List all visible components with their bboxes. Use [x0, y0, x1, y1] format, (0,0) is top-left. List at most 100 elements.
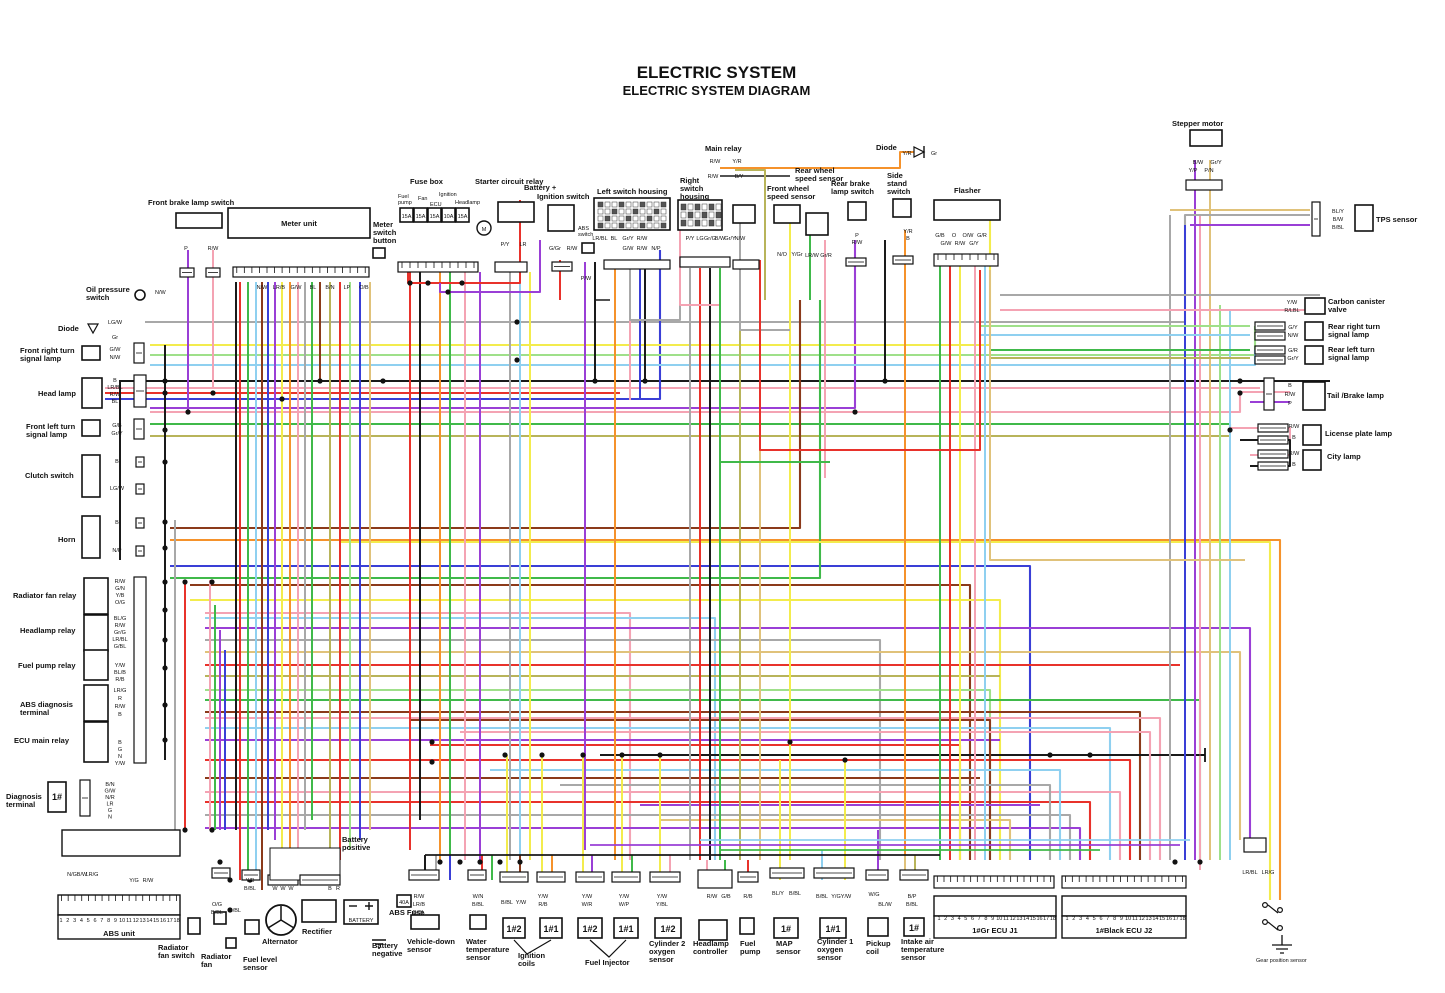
- component-layer: [47, 129, 1374, 958]
- meter-switch-button-label: switch: [373, 228, 397, 237]
- ecu-j2-pin-number: 8: [1113, 916, 1116, 922]
- rear-wheel-speed-label: Rear wheel: [795, 166, 835, 175]
- ecu-j2-pin-number: 3: [1079, 916, 1082, 922]
- abs-diag-codes: LR/G: [114, 688, 127, 694]
- battery-plus-label: Battery +: [524, 183, 557, 192]
- side-stand-codes: B: [906, 236, 910, 242]
- abs-pin-number: 11: [126, 918, 132, 924]
- battery-box: [343, 899, 379, 925]
- radiator-relay-codes: Y/B: [116, 593, 125, 599]
- clutch-code-1: B: [115, 459, 119, 465]
- abs-pin-number: 13: [140, 918, 146, 924]
- head-lamp-codes: R/W: [110, 392, 122, 398]
- fuse-rating: 15A: [430, 214, 440, 220]
- junction-dot: [1197, 859, 1203, 865]
- ecu-j2-pin-number: 6: [1099, 916, 1102, 922]
- tps-sensor-box: [1354, 204, 1374, 232]
- starter-codes: P/Y: [501, 242, 510, 248]
- page-title: ELECTRIC SYSTEM: [636, 63, 797, 82]
- switch-grid-cell: [618, 201, 625, 208]
- gear-switch-terminal: [1261, 901, 1268, 908]
- fan-switch-codes: B/BL: [211, 910, 223, 916]
- fuel-injector-label: Fuel Injector: [585, 958, 630, 967]
- head-lamp-codes: B: [113, 378, 117, 384]
- flasher-codes-2: G/W: [941, 241, 953, 247]
- junction-dot: [437, 859, 443, 865]
- wire: [170, 300, 822, 580]
- switch-grid-cell: [625, 222, 632, 229]
- radiator-relay-codes: R/W: [115, 579, 127, 585]
- rear-left-turn-box: [1304, 345, 1324, 365]
- fuse-box-label-headlamp: Headlamp: [455, 200, 480, 206]
- headlamp-relay-label: Headlamp relay: [20, 626, 76, 635]
- switch-grid-cell: [618, 208, 625, 215]
- horn-label: Horn: [58, 535, 76, 544]
- switch-grid-cell: [694, 219, 701, 227]
- coil2-codes: Y/W: [516, 900, 527, 906]
- radiator-fan-switch-label: Radiator: [158, 943, 189, 952]
- map-codes-1: BL/Y: [772, 891, 784, 897]
- ecu-main-relay-label: ECU main relay: [14, 736, 70, 745]
- intake-air-label: sensor: [901, 953, 926, 962]
- fuse-box-label-fuel: Fuel: [398, 194, 409, 200]
- left-sw-codes-2: R/W: [637, 246, 649, 252]
- fuse: [455, 207, 470, 223]
- gear-position-sensor-label: Gear position sensor: [1256, 958, 1307, 964]
- wire: [205, 638, 882, 860]
- wire: [439, 240, 541, 293]
- flasher-codes: O: [952, 233, 957, 239]
- switch-grid-cell: [646, 222, 653, 229]
- ignition-codes: R/W: [567, 246, 579, 252]
- tail-codes: B: [1288, 383, 1292, 389]
- rear-brake-switch-label: Rear brake: [831, 179, 870, 188]
- ignition-coils-label: Ignition: [518, 951, 545, 960]
- wire: [205, 710, 1142, 860]
- diagnosis-terminal-codes: B/N: [105, 782, 114, 788]
- gear-switch-contacts: [1267, 904, 1279, 931]
- fuel-level-sensor-box: [244, 919, 260, 935]
- ecu-j1-pin-number: 5: [964, 916, 967, 922]
- switch-grid-cell: [611, 208, 618, 215]
- junction-dot: [162, 378, 168, 384]
- junction-dot: [517, 859, 523, 865]
- rear-left-turn-codes: G/R: [1288, 348, 1298, 354]
- junction-dot: [162, 459, 168, 465]
- switch-grid-cell: [646, 201, 653, 208]
- junction-dot: [852, 409, 858, 415]
- ecu-j2-connector: [1061, 875, 1187, 889]
- meter-switch-button-label: Meter: [373, 220, 393, 229]
- inj2-codes: Y/W: [582, 894, 593, 900]
- carbon-canister-label: Carbon canister: [1328, 297, 1385, 306]
- switch-grid-cell: [653, 208, 660, 215]
- starter-relay-box: [497, 201, 535, 223]
- abs-unit-upper: [61, 829, 181, 857]
- radiator-fan-relay-label: Radiator fan relay: [13, 591, 77, 600]
- ecu-j1-pin-number: 7: [978, 916, 981, 922]
- rear-wheel-codes: Gr/R: [820, 253, 832, 259]
- map-sensor-tag: 1#: [781, 924, 791, 934]
- fuse-box-label-fan: Fan: [418, 196, 427, 202]
- abs-diag-codes: R: [118, 696, 122, 702]
- wire: [719, 270, 830, 463]
- inj1-codes: W/P: [619, 902, 630, 908]
- junction-dot: [425, 280, 431, 286]
- fuel-pump-label: Fuel: [740, 939, 755, 948]
- headlamp-relay-codes: R/W: [115, 623, 127, 629]
- cyl2-oxygen-label: Cylinder 2: [649, 939, 685, 948]
- right-switch-housing-label: housing: [680, 192, 710, 201]
- fuel-pump-box: [739, 917, 755, 935]
- fuse: [427, 207, 442, 223]
- rectifier-codes: B: [328, 886, 332, 892]
- battery-negative-label: negative: [372, 949, 402, 958]
- vehicle-down-label: Vehicle-down: [407, 937, 455, 946]
- vehicle-down-label: sensor: [407, 945, 432, 954]
- junction-layer: [162, 280, 1288, 913]
- junction-dot: [217, 859, 223, 865]
- abs-unit-codes-2: R/W: [143, 878, 155, 884]
- switch-grid-cell: [680, 211, 687, 219]
- gear-position-connector: [1243, 837, 1267, 853]
- water-temp-label: sensor: [466, 953, 491, 962]
- switch-grid-cell: [618, 215, 625, 222]
- ecu-j2-label: 1#Black ECU J2: [1096, 926, 1153, 935]
- water-temp-label: temperature: [466, 945, 509, 954]
